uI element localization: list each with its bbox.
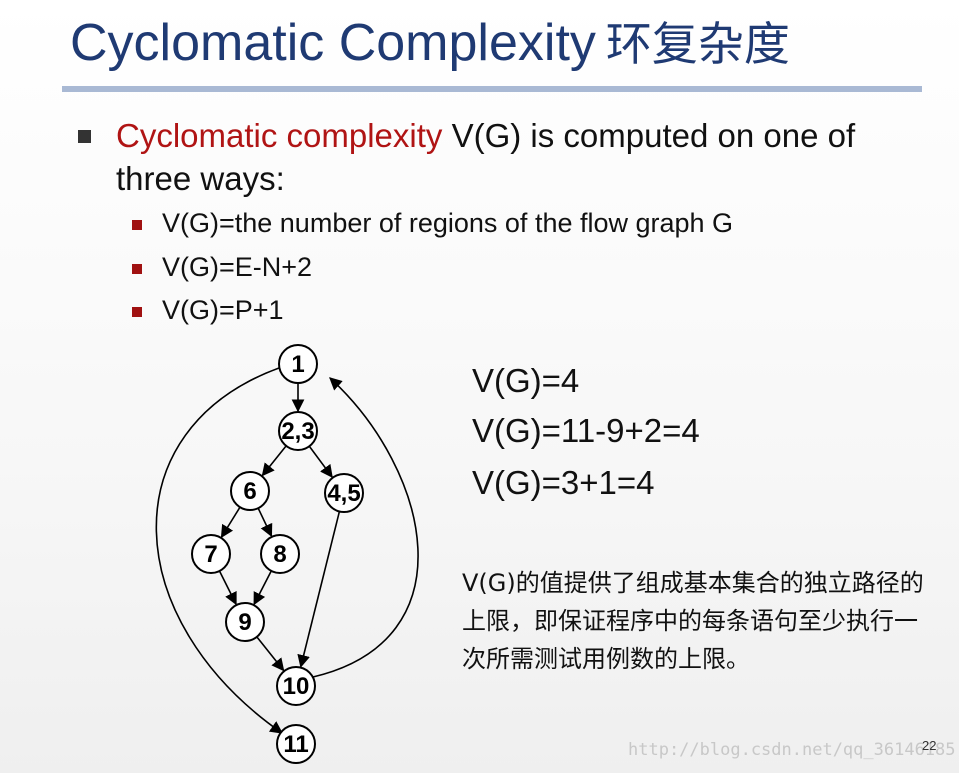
edge-n23-n6 <box>261 445 287 477</box>
edge-n23-n45 <box>308 445 333 478</box>
node-label: 1 <box>291 351 304 378</box>
edge-n6-n8 <box>257 507 273 538</box>
node-label: 8 <box>273 541 286 568</box>
graph-node-n10: 10 <box>276 666 316 706</box>
node-circle <box>324 473 364 513</box>
edge-n10-n1 <box>312 377 419 678</box>
graph-node-n6: 6 <box>230 471 270 511</box>
node-circle <box>278 411 318 451</box>
node-circle <box>225 602 265 642</box>
node-label: 2,3 <box>281 418 314 445</box>
graph-node-n7: 7 <box>191 534 231 574</box>
node-circle <box>278 344 318 384</box>
graph-node-n11: 11 <box>276 724 316 764</box>
edge-n6-n7 <box>220 506 241 539</box>
graph-node-n23: 2,3 <box>278 411 318 451</box>
node-circle <box>276 666 316 706</box>
graph-node-n45: 4,5 <box>324 473 364 513</box>
graph-node-n8: 8 <box>260 534 300 574</box>
node-circle <box>191 534 231 574</box>
sub-bullet-1: V(G)=the number of regions of the flow g… <box>162 208 734 238</box>
title-divider <box>62 86 922 92</box>
page-number: 22 <box>922 738 937 753</box>
node-circle <box>260 534 300 574</box>
watermark: http://blog.csdn.net/qq_36146185 <box>628 740 956 760</box>
edge-n1-n11 <box>155 367 284 734</box>
node-label: 4,5 <box>327 480 360 507</box>
node-label: 7 <box>204 541 217 568</box>
main-bullet: Cyclomatic complexity V(G) is computed o… <box>116 114 916 200</box>
node-label: 10 <box>283 673 310 700</box>
edge-n7-n9 <box>218 570 237 606</box>
node-label: 6 <box>243 478 256 505</box>
edge-n9-n10 <box>256 636 285 672</box>
square-bullet-icon <box>132 264 142 274</box>
main-bullet-text: V(G) is computed on one of three ways: <box>116 117 856 197</box>
main-bullet-highlight: Cyclomatic complexity <box>116 117 443 154</box>
graph-node-n9: 9 <box>225 602 265 642</box>
graph-node-n1: 1 <box>278 344 318 384</box>
node-circle <box>230 471 270 511</box>
square-bullet-icon <box>132 307 142 317</box>
edge-n8-n9 <box>253 570 273 606</box>
sub-bullet-3: V(G)=P+1 <box>162 295 284 325</box>
node-label: 9 <box>238 609 251 636</box>
result-3: V(G)=3+1=4 <box>472 464 655 501</box>
square-bullet-icon <box>132 220 142 230</box>
edge-n45-n10 <box>297 511 341 668</box>
sub-bullet-2: V(G)=E-N+2 <box>162 252 313 282</box>
result-2: V(G)=11-9+2=4 <box>472 412 700 449</box>
title-zh: 环复杂度 <box>605 17 790 71</box>
node-circle <box>276 724 316 764</box>
node-label: 11 <box>283 731 308 758</box>
title-en: Cyclomatic Complexity <box>70 14 596 72</box>
result-1: V(G)=4 <box>472 362 580 399</box>
explanation-note: V(G)的值提供了组成基本集合的独立路径的上限，即保证程序中的每条语句至少执行一… <box>462 569 924 673</box>
square-bullet-icon <box>78 130 91 143</box>
